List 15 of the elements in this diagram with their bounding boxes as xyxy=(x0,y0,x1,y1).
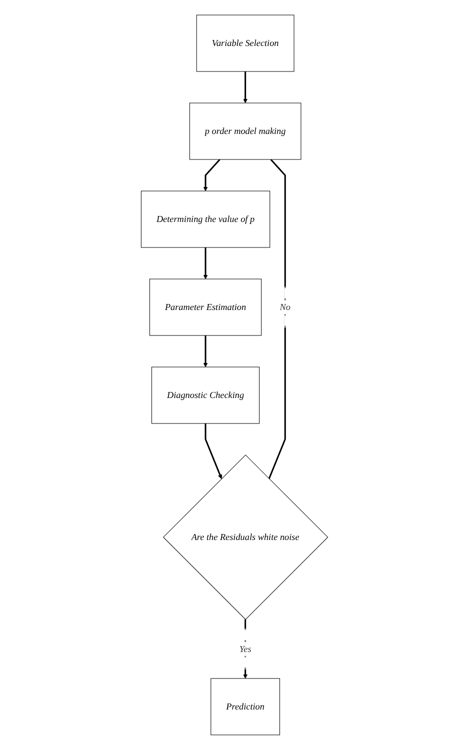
arrow xyxy=(202,158,220,192)
arrow xyxy=(202,335,208,368)
node-box: Prediction xyxy=(210,678,280,736)
node-box: Variable Selection xyxy=(196,14,294,72)
arrow xyxy=(242,71,248,104)
arrow xyxy=(202,247,208,280)
arrow xyxy=(204,423,222,479)
connector xyxy=(268,158,286,480)
edge-label: No xyxy=(279,302,290,312)
node-box: Parameter Estimation xyxy=(149,278,262,336)
node-box: Diagnostic Checking xyxy=(151,366,260,424)
node-box: Determining the value of p xyxy=(140,190,270,248)
node-box: p order model making xyxy=(188,102,301,160)
edge-label: Yes xyxy=(238,644,251,654)
node-diamond: Are the Residuals white noise xyxy=(162,454,328,620)
